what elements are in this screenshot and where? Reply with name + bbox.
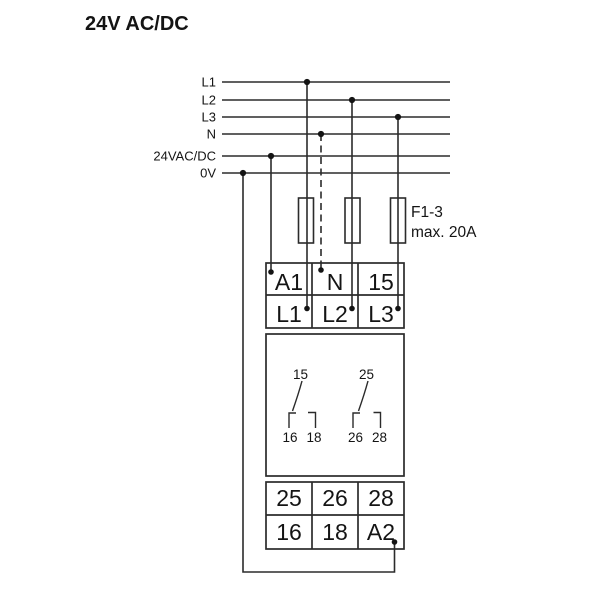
bus-label-l3: L3: [202, 110, 216, 125]
terminal-label-l2: L2: [322, 301, 348, 327]
terminal-dot-l2: [349, 305, 355, 312]
drop-wires: [242, 82, 399, 573]
wire-0v-return: [242, 173, 396, 573]
contact-2-nc-bracket: [352, 412, 360, 428]
bus-label-l1: L1: [202, 75, 216, 90]
top-terminal-block: A1 N 15 L1 L2 L3: [265, 262, 405, 329]
fuses: F1-3 max. 20A: [297, 197, 477, 244]
fuse-f3-icon: [389, 197, 407, 244]
contact-2-common-label: 25: [359, 367, 374, 382]
fuse-f2-icon: [344, 197, 361, 244]
terminal-label-28: 28: [368, 485, 394, 511]
terminal-dot-l3: [395, 305, 401, 312]
relay-contact-2: 25 26 28: [348, 367, 387, 445]
bottom-terminal-block: 25 26 28 16 18 A2: [265, 481, 405, 550]
terminal-label-a2: A2: [367, 519, 395, 545]
junction-dot-n: [317, 130, 325, 138]
relay-contact-1: 15 16 18: [282, 367, 321, 445]
contact-1-nc-bracket: [288, 412, 296, 428]
terminal-label-18: 18: [322, 519, 348, 545]
terminal-label-26: 26: [322, 485, 348, 511]
contact-2-nc-label: 26: [348, 430, 363, 445]
terminal-dot-a2: [391, 539, 398, 545]
bus-label-24vacdc: 24VAC/DC: [153, 149, 216, 164]
terminal-dots: [268, 267, 401, 545]
junction-dot-l2: [348, 96, 356, 104]
fuse-group-label: F1-3: [411, 204, 443, 221]
junction-dot-l1: [303, 78, 311, 86]
terminal-label-n: N: [327, 269, 344, 295]
fuse-f1-icon: [297, 197, 315, 244]
terminal-label-15: 15: [368, 269, 394, 295]
terminal-label-16: 16: [276, 519, 302, 545]
bus-junction-dots: [239, 78, 402, 177]
fuse-rating-label: max. 20A: [411, 224, 477, 241]
contact-2-no-label: 28: [372, 430, 387, 445]
terminal-label-25: 25: [276, 485, 302, 511]
terminal-label-l3: L3: [368, 301, 394, 327]
contact-1-nc-label: 16: [282, 430, 297, 445]
terminal-label-a1: A1: [275, 269, 303, 295]
contact-1-no-bracket: [308, 411, 317, 428]
junction-dot-0v: [239, 169, 247, 177]
page-title: 24V AC/DC: [85, 13, 189, 35]
terminal-dot-n: [318, 267, 324, 273]
bus-label-0v: 0V: [200, 166, 216, 181]
supply-bus: L1 L2 L3 N 24VAC/DC 0V: [153, 75, 450, 181]
junction-dot-24vacdc: [267, 152, 275, 160]
terminal-label-l1: L1: [276, 301, 302, 327]
bus-label-l2: L2: [202, 93, 216, 108]
device-body-outline: [265, 333, 405, 477]
contact-1-no-label: 18: [306, 430, 321, 445]
contact-1-arm: [291, 380, 303, 412]
terminal-dot-a1: [268, 269, 274, 275]
device-body: 15 16 18 25 26 28: [265, 333, 405, 477]
contact-2-arm: [357, 380, 369, 412]
contact-1-common-label: 15: [293, 367, 308, 382]
bus-label-n: N: [207, 127, 216, 142]
contact-2-no-bracket: [373, 411, 382, 428]
junction-dot-l3: [394, 113, 402, 121]
terminal-dot-l1: [304, 305, 310, 312]
